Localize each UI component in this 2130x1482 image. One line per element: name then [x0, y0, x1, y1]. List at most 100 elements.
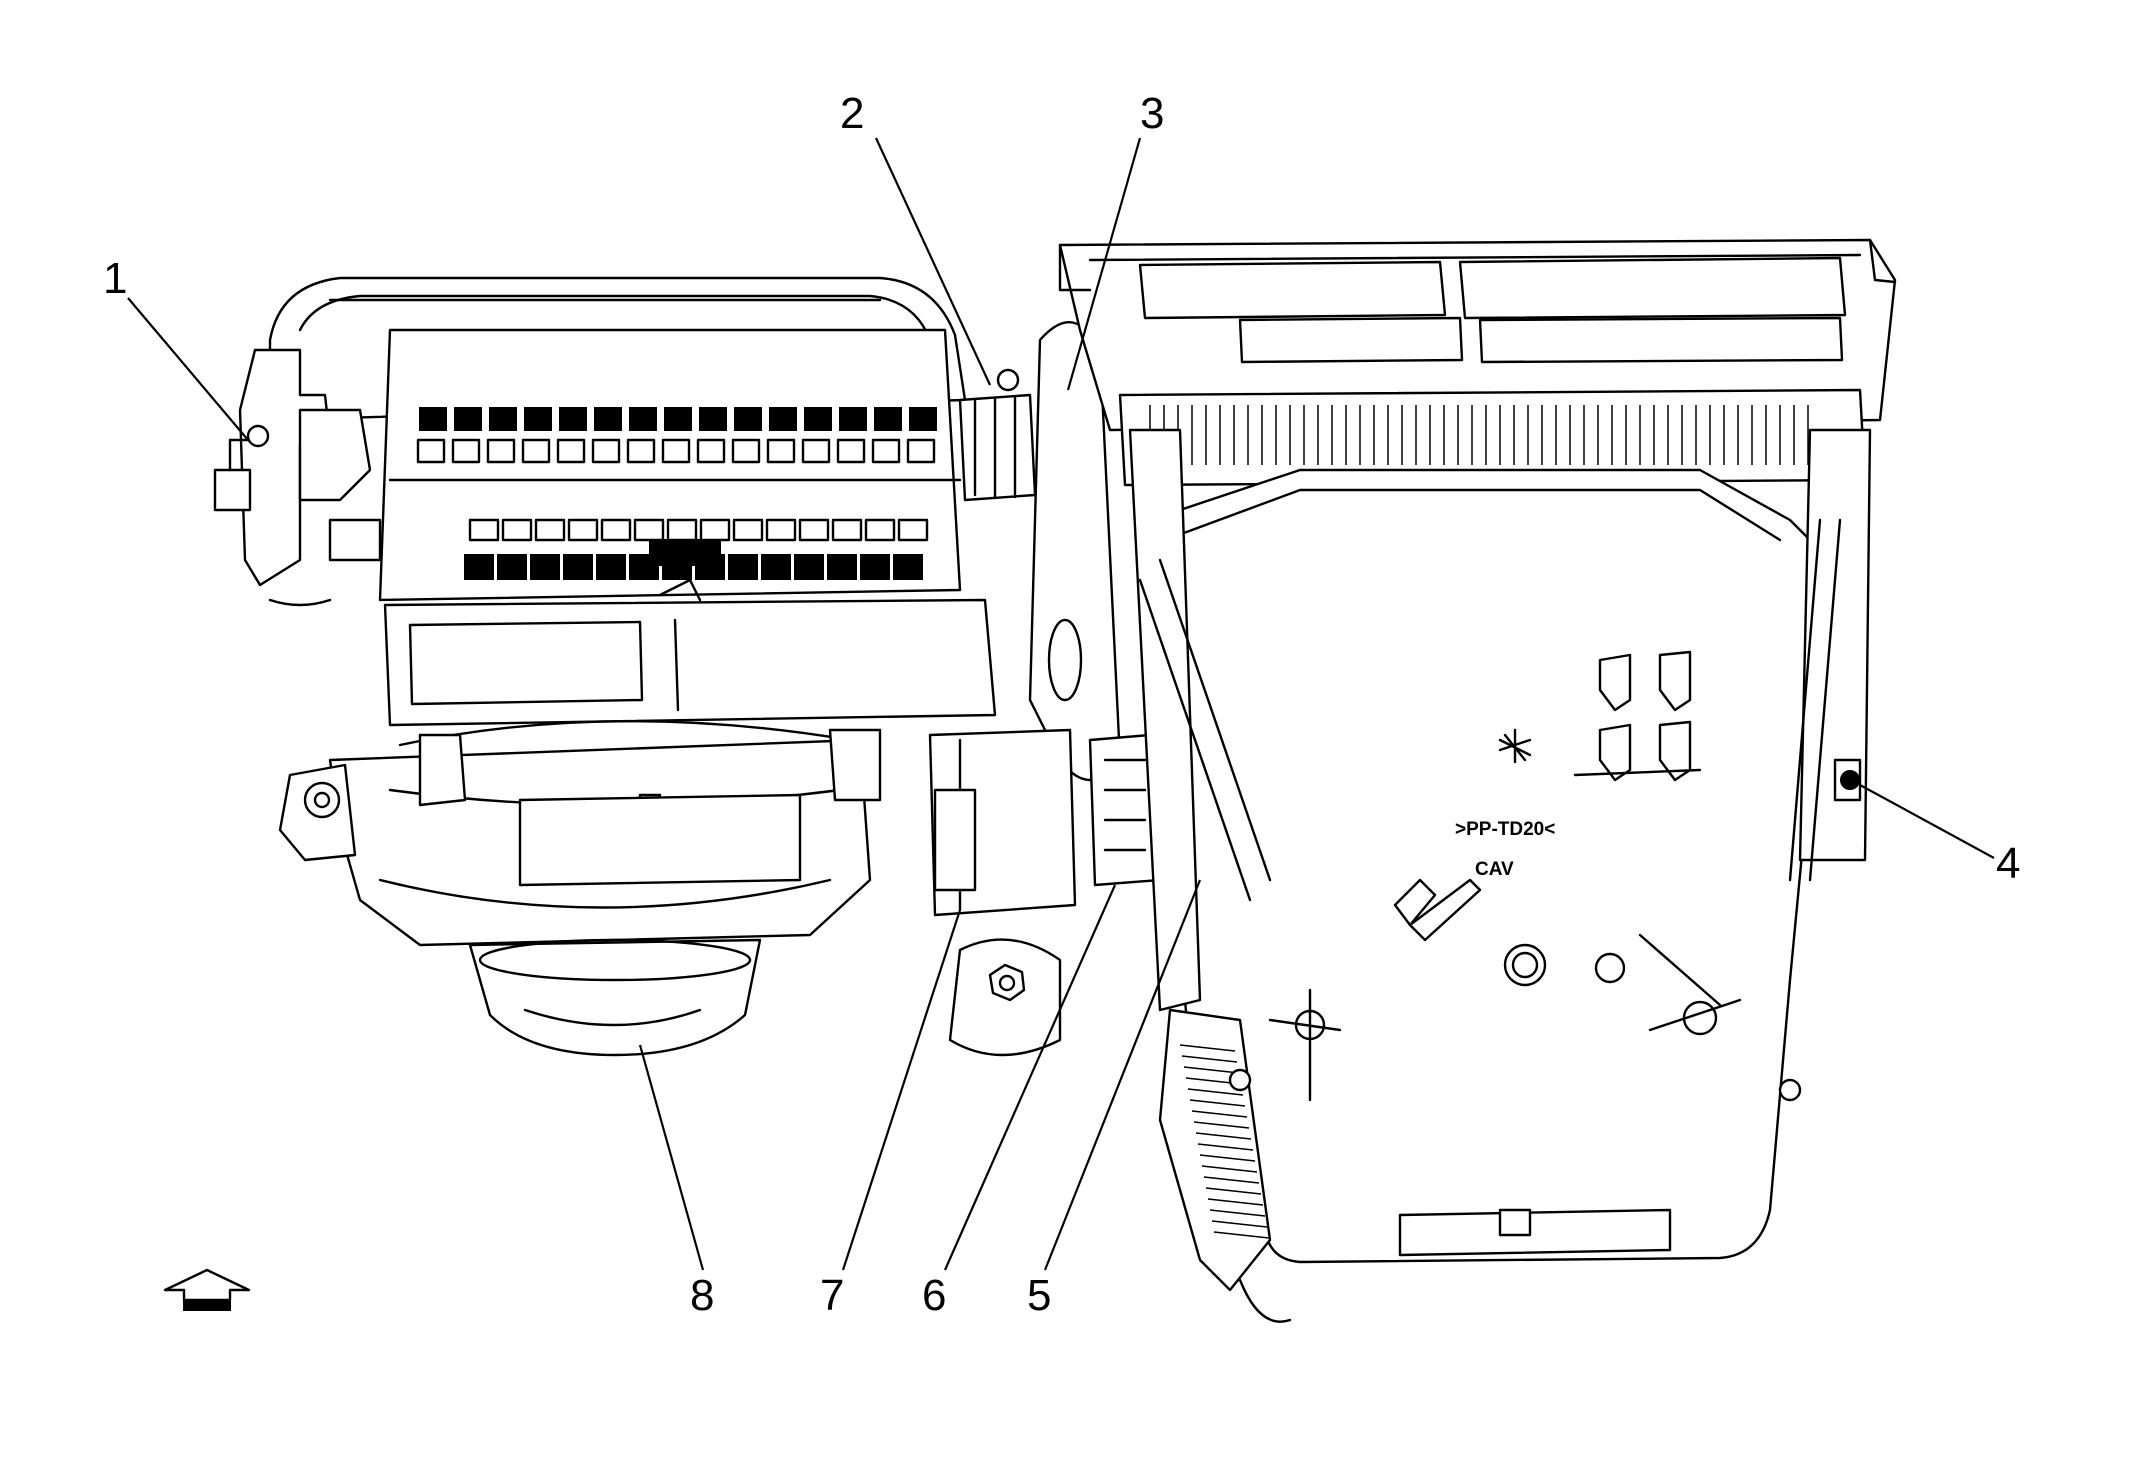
vent-slot	[906, 438, 936, 464]
vent-slot	[699, 518, 731, 542]
recycle-mark-icon	[1498, 728, 1532, 764]
vent-slot	[556, 438, 586, 464]
vent-slot	[633, 518, 665, 542]
vent-slot	[769, 407, 797, 431]
core-fin	[1207, 1198, 1264, 1206]
vent-slot	[451, 438, 481, 464]
vent-slot	[600, 518, 632, 542]
core-fin	[1195, 1132, 1252, 1140]
vent-slot	[831, 518, 863, 542]
callout-7: 7	[820, 1271, 844, 1320]
vent-slot	[836, 438, 866, 464]
vent-slot	[563, 554, 593, 580]
leader-lines	[127, 137, 1995, 1271]
core-fin	[1211, 1220, 1268, 1228]
vent-slot	[596, 554, 626, 580]
vent-slot	[419, 407, 447, 431]
vent-slot	[534, 518, 566, 542]
core-fin	[1213, 1231, 1270, 1239]
vent-slot	[591, 438, 621, 464]
vent-slot	[699, 407, 727, 431]
leader-1	[127, 297, 249, 441]
vent-slot	[860, 554, 890, 580]
core-fin	[1187, 1088, 1244, 1096]
callout-2: 2	[840, 89, 864, 138]
vent-slot	[864, 518, 896, 542]
vent-slot	[416, 438, 446, 464]
leader-6	[943, 884, 1117, 1271]
callout-8: 8	[690, 1271, 714, 1320]
vent-slot	[629, 407, 657, 431]
vent-slot	[501, 518, 533, 542]
vent-slot	[594, 407, 622, 431]
core-fin	[1179, 1044, 1236, 1052]
vent-slot	[839, 407, 867, 431]
vent-slot	[486, 438, 516, 464]
leader-2	[875, 137, 991, 386]
leader-5	[1043, 879, 1202, 1271]
right-assembly	[1058, 238, 1897, 1323]
vent-slot	[559, 407, 587, 431]
vent-slot	[909, 407, 937, 431]
vent-slot	[524, 407, 552, 431]
vent-slot	[664, 407, 692, 431]
leader-7	[841, 909, 962, 1271]
vent-slot	[489, 407, 517, 431]
leader-4	[1859, 784, 1995, 859]
vent-slot	[530, 554, 560, 580]
core-fin	[1193, 1121, 1250, 1129]
material-code-text: >PP-TD20<	[1455, 819, 1555, 840]
vent-slot	[804, 407, 832, 431]
core-fin	[1209, 1209, 1266, 1217]
vent-slot	[567, 518, 599, 542]
vent-slot	[734, 407, 762, 431]
vent-slot	[874, 407, 902, 431]
core-fin	[1205, 1187, 1262, 1195]
vent-slot	[666, 518, 698, 542]
leader-3	[1066, 137, 1142, 391]
cav-label-text: CAV	[1475, 859, 1514, 880]
core-fin	[1197, 1143, 1254, 1151]
vent-slot	[766, 438, 796, 464]
vent-slot	[761, 554, 791, 580]
vent-slot	[801, 438, 831, 464]
grille-vents	[416, 407, 937, 580]
vent-slot	[765, 518, 797, 542]
vent-slot	[728, 554, 758, 580]
leader-8	[638, 1044, 705, 1271]
vent-slot	[454, 407, 482, 431]
vent-slot	[893, 554, 923, 580]
vent-slot	[521, 438, 551, 464]
callout-5: 5	[1027, 1271, 1051, 1320]
vent-slot	[696, 438, 726, 464]
vent-slot	[794, 554, 824, 580]
vent-slot	[626, 438, 656, 464]
core-fin	[1189, 1099, 1246, 1107]
front-arrow-up-icon	[163, 1268, 251, 1311]
callout-6: 6	[922, 1271, 946, 1320]
vent-slot	[731, 438, 761, 464]
callout-labels: 1 2 3 4 5 6 7 8	[103, 89, 2020, 1320]
core-fin	[1203, 1176, 1260, 1184]
vent-slot	[897, 518, 929, 542]
vent-slot	[497, 554, 527, 580]
core-fin	[1201, 1165, 1258, 1173]
vent-slot	[464, 554, 494, 580]
clip-features	[1573, 650, 1702, 782]
vent-slot	[827, 554, 857, 580]
core-fin	[1191, 1110, 1248, 1118]
center-assembly	[928, 321, 1162, 1057]
core-fin	[1183, 1066, 1240, 1074]
callout-4: 4	[1996, 839, 2020, 888]
vent-slot	[798, 518, 830, 542]
core-fin	[1181, 1055, 1238, 1063]
left-assembly	[213, 276, 997, 1057]
callout-3: 3	[1140, 89, 1164, 138]
vent-slot	[871, 438, 901, 464]
vent-slot	[468, 518, 500, 542]
callout-1: 1	[103, 254, 127, 303]
vent-slot	[661, 438, 691, 464]
core-fin	[1199, 1154, 1256, 1162]
vent-slot	[732, 518, 764, 542]
